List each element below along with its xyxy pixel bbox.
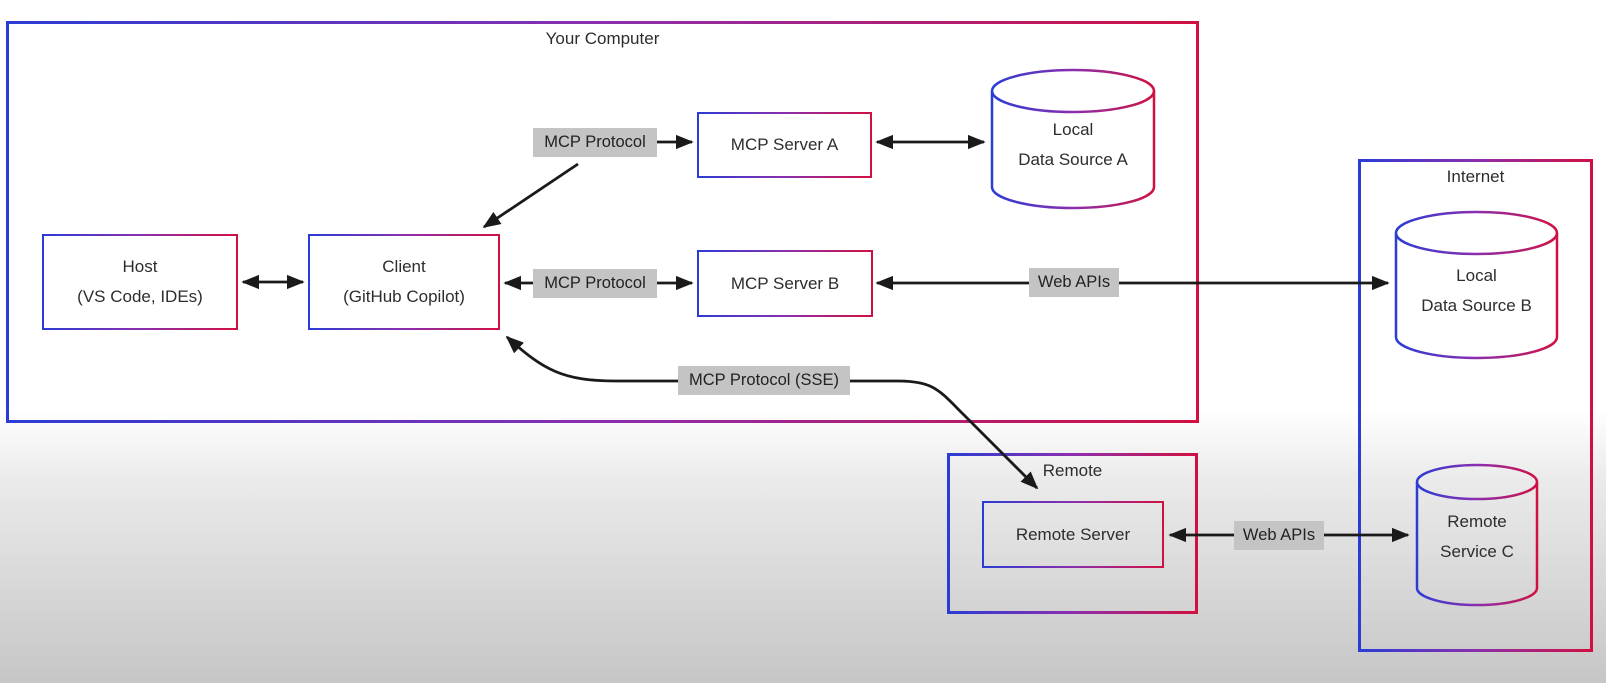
group-your-computer-title: Your Computer: [545, 29, 660, 48]
edge-label-mcp-protocol-b: MCP Protocol: [533, 269, 657, 298]
group-remote-title: Remote: [1042, 461, 1103, 480]
cylinder-local-data-source-b-text: Local Data Source B: [1394, 228, 1559, 354]
node-client-line1: Client: [382, 257, 426, 276]
service-c-line2: Service C: [1440, 542, 1514, 561]
edge-label-mcp-protocol-a: MCP Protocol: [533, 128, 657, 157]
arrow-protocol-label-client: [482, 162, 579, 229]
data-source-b-line2: Data Source B: [1421, 296, 1532, 315]
data-source-a-line1: Local: [1052, 120, 1094, 139]
node-host-line2: (VS Code, IDEs): [77, 287, 203, 306]
arrow-sse-client-remote-server: [505, 335, 1039, 490]
cylinder-local-data-source-b: [1394, 210, 1559, 360]
cylinder-local-data-source-a-text: Local Data Source A: [990, 86, 1156, 204]
node-client-line2: (GitHub Copilot): [343, 287, 465, 306]
edge-label-web-apis-b: Web APIs: [1029, 268, 1119, 297]
data-source-b-line1: Local: [1456, 266, 1497, 285]
node-mcp-server-b-label: MCP Server B: [730, 273, 840, 293]
group-internet-title: Internet: [1446, 167, 1505, 186]
cylinder-remote-service-c: [1415, 463, 1539, 607]
node-remote-server: Remote Server: [982, 501, 1164, 568]
node-mcp-server-a-label: MCP Server A: [730, 135, 839, 154]
service-c-line1: Remote: [1447, 512, 1507, 531]
cylinder-local-data-source-a: [990, 68, 1156, 210]
edge-label-mcp-protocol-sse: MCP Protocol (SSE): [678, 366, 850, 395]
node-client: Client (GitHub Copilot): [308, 234, 500, 330]
node-remote-server-label: Remote Server: [1015, 524, 1131, 544]
node-host-line1: Host: [122, 257, 158, 276]
node-host: Host (VS Code, IDEs): [42, 234, 238, 330]
node-mcp-server-b: MCP Server B: [697, 250, 873, 317]
data-source-a-line2: Data Source A: [1018, 150, 1128, 169]
cylinder-remote-service-c-text: Remote Service C: [1415, 477, 1539, 597]
node-mcp-server-a: MCP Server A: [697, 112, 872, 178]
edge-label-web-apis-c: Web APIs: [1234, 521, 1324, 550]
